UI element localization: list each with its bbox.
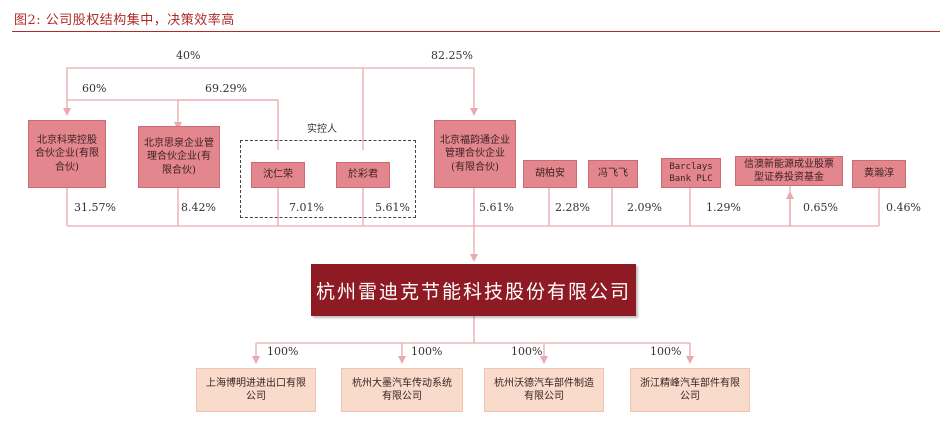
link-8225	[363, 67, 478, 116]
pct-futong: 5.61%	[479, 201, 514, 214]
subsidiary-shanghai: 上海博明进进出口有限公司	[196, 368, 316, 412]
shareholder-xinao-fund: 信澳新能源成业股票型证券投资基金	[735, 156, 843, 186]
company-box: 杭州雷迪克节能科技股份有限公司	[311, 264, 636, 316]
pct-siquan: 8.42%	[181, 201, 216, 214]
shareholder-shen: 沈仁荣	[251, 162, 305, 188]
pct-hu: 2.28%	[555, 201, 590, 214]
pct-yu: 5.61%	[375, 201, 410, 214]
shareholder-feng: 冯飞飞	[588, 160, 638, 188]
figure-title: 图2: 公司股权结构集中，决策效率高	[14, 13, 235, 28]
shareholder-kerong: 北京科荣控股合伙企业(有限合伙)	[28, 120, 106, 188]
controllers-box	[240, 140, 416, 218]
subsidiary-damo: 杭州大墨汽车传动系统有限公司	[341, 368, 463, 412]
shareholder-futong: 北京福韵通企业管理合伙企业(有限合伙)	[434, 120, 516, 188]
pct-sub-damo: 100%	[411, 345, 443, 358]
pct-xinao-fund: 0.65%	[803, 201, 838, 214]
pct-barclays: 1.29%	[706, 201, 741, 214]
control-pct-40: 40%	[176, 49, 201, 62]
control-pct-8225: 82.25%	[431, 49, 473, 62]
control-pct-60: 60%	[82, 82, 107, 95]
pct-feng: 2.09%	[627, 201, 662, 214]
subsidiary-jingfeng: 浙江精峰汽车部件有限公司	[630, 368, 750, 412]
pct-huang: 0.46%	[886, 201, 921, 214]
controllers-label: 实控人	[307, 124, 337, 135]
shareholder-huang: 黄瀚淳	[852, 160, 906, 188]
control-pct-6929: 69.29%	[205, 82, 247, 95]
shareholder-barclays: Barclays Bank PLC	[661, 158, 721, 188]
pct-kerong: 31.57%	[74, 201, 116, 214]
pct-sub-wode: 100%	[511, 345, 543, 358]
shareholder-hu: 胡柏安	[523, 160, 577, 188]
shareholder-yu: 於彩君	[336, 162, 390, 188]
pct-shen: 7.01%	[289, 201, 324, 214]
subsidiary-wode: 杭州沃德汽车部件制造有限公司	[484, 368, 604, 412]
shareholder-siquan: 北京思泉企业管理合伙企业(有限合伙)	[138, 126, 220, 188]
pct-sub-jingfeng: 100%	[650, 345, 682, 358]
link-40	[63, 67, 364, 150]
link-6929	[174, 99, 278, 130]
title-rule	[12, 31, 940, 32]
pct-sub-shanghai: 100%	[267, 345, 299, 358]
